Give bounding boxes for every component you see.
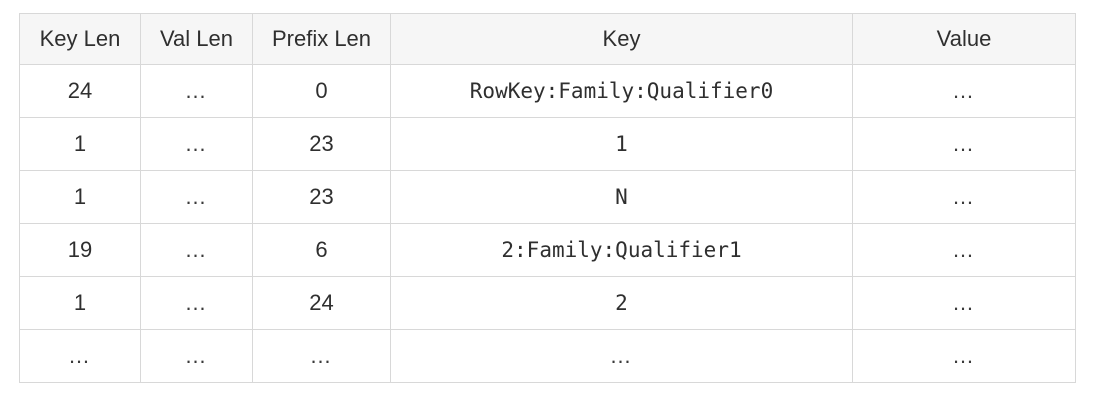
cell-val-len: … xyxy=(140,170,253,224)
cell-val-len: … xyxy=(140,329,253,383)
cell-key-len: 1 xyxy=(19,276,141,330)
table-row: 19 … 6 2:Family:Qualifier1 … xyxy=(19,223,1076,277)
cell-key: 2 xyxy=(390,276,853,330)
cell-val-len: … xyxy=(140,276,253,330)
cell-val-len: … xyxy=(140,64,253,118)
header-cell-key-len: Key Len xyxy=(19,13,141,65)
table-row: 1 … 24 2 … xyxy=(19,276,1076,330)
cell-key: … xyxy=(390,329,853,383)
table-row: 24 … 0 RowKey:Family:Qualifier0 … xyxy=(19,64,1076,118)
cell-key: 2:Family:Qualifier1 xyxy=(390,223,853,277)
cell-key-len: 1 xyxy=(19,170,141,224)
prefix-encoding-table: Key Len Val Len Prefix Len Key Value 24 … xyxy=(19,13,1076,383)
cell-key: 1 xyxy=(390,117,853,171)
header-cell-val-len: Val Len xyxy=(140,13,253,65)
cell-value: … xyxy=(852,64,1076,118)
cell-value: … xyxy=(852,223,1076,277)
cell-key-len: 19 xyxy=(19,223,141,277)
table-row: 1 … 23 N … xyxy=(19,170,1076,224)
cell-prefix-len: 23 xyxy=(252,117,391,171)
cell-key: RowKey:Family:Qualifier0 xyxy=(390,64,853,118)
cell-val-len: … xyxy=(140,117,253,171)
cell-key-len: … xyxy=(19,329,141,383)
cell-prefix-len: 24 xyxy=(252,276,391,330)
cell-value: … xyxy=(852,117,1076,171)
table-row: … … … … … xyxy=(19,329,1076,383)
table-header-row: Key Len Val Len Prefix Len Key Value xyxy=(19,13,1076,65)
cell-key-len: 1 xyxy=(19,117,141,171)
cell-prefix-len: … xyxy=(252,329,391,383)
table-row: 1 … 23 1 … xyxy=(19,117,1076,171)
header-cell-key: Key xyxy=(390,13,853,65)
cell-val-len: … xyxy=(140,223,253,277)
header-cell-value: Value xyxy=(852,13,1076,65)
cell-key-len: 24 xyxy=(19,64,141,118)
cell-prefix-len: 6 xyxy=(252,223,391,277)
cell-value: … xyxy=(852,276,1076,330)
header-cell-prefix-len: Prefix Len xyxy=(252,13,391,65)
cell-prefix-len: 0 xyxy=(252,64,391,118)
cell-prefix-len: 23 xyxy=(252,170,391,224)
cell-value: … xyxy=(852,329,1076,383)
cell-key: N xyxy=(390,170,853,224)
cell-value: … xyxy=(852,170,1076,224)
